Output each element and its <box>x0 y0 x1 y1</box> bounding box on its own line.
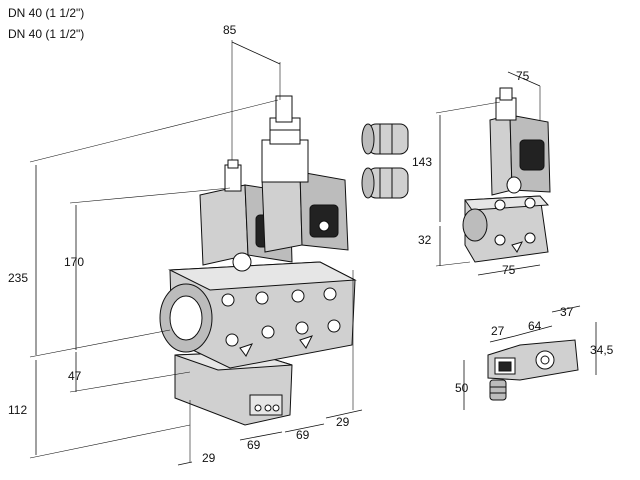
dim-143: 143 <box>412 155 432 169</box>
connector <box>487 339 579 401</box>
header-line-1: DN 40 (1 1/2") <box>8 6 85 20</box>
dim-29-bottom: 29 <box>202 451 216 465</box>
dim-29-right: 29 <box>336 415 350 429</box>
dim-47: 47 <box>68 369 82 383</box>
dim-170: 170 <box>64 255 84 269</box>
dim-112: 112 <box>8 403 27 417</box>
dim-69-b: 69 <box>296 428 310 442</box>
dim-34-5: 34,5 <box>590 343 614 357</box>
double-valve-assembly <box>159 95 357 426</box>
dim-64: 64 <box>528 319 542 333</box>
dim-85: 85 <box>223 23 237 37</box>
dimension-lines <box>29 40 597 466</box>
dim-37: 37 <box>560 305 574 319</box>
dim-69-a: 69 <box>247 438 261 452</box>
header-line-2: DN 40 (1 1/2") <box>8 27 85 41</box>
single-valve <box>462 87 551 263</box>
dim-27: 27 <box>491 324 505 338</box>
cable-glands <box>361 123 409 199</box>
dim-235: 235 <box>8 271 28 285</box>
dim-32: 32 <box>418 233 432 247</box>
dim-75-bottom: 75 <box>502 263 516 277</box>
dim-50: 50 <box>455 381 469 395</box>
dim-75-top: 75 <box>516 69 530 83</box>
